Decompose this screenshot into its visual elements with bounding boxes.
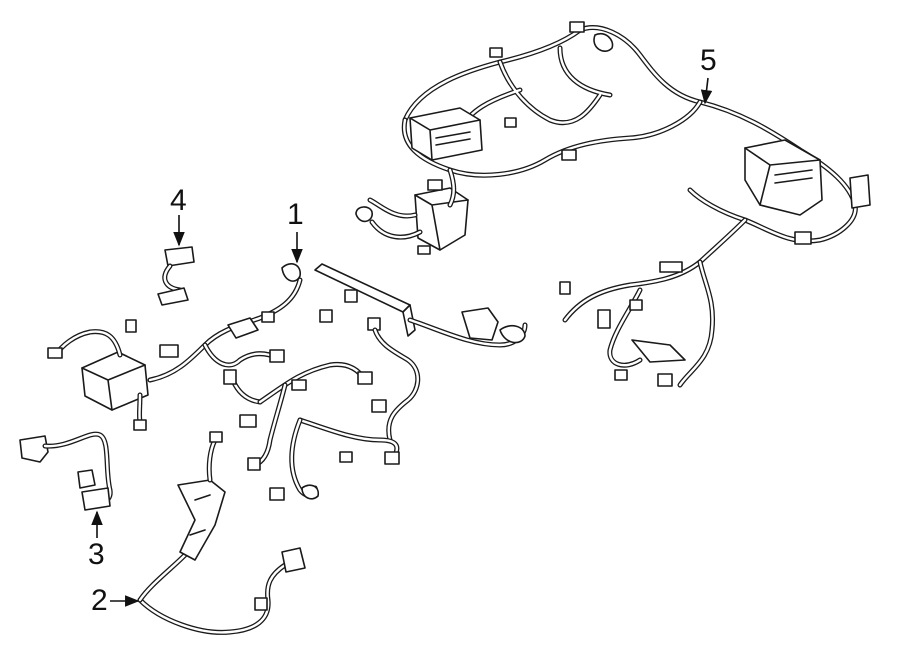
harness-4 [157, 215, 195, 306]
callout-4: 4 [170, 184, 187, 217]
harness-2 [110, 431, 306, 635]
harness-3 [19, 431, 113, 538]
harness-1 [47, 232, 528, 501]
harness-5 [355, 21, 871, 388]
callout-2: 2 [91, 584, 108, 617]
callout-5: 5 [700, 44, 717, 77]
callout-3: 3 [88, 538, 105, 571]
callout-1: 1 [287, 198, 304, 231]
